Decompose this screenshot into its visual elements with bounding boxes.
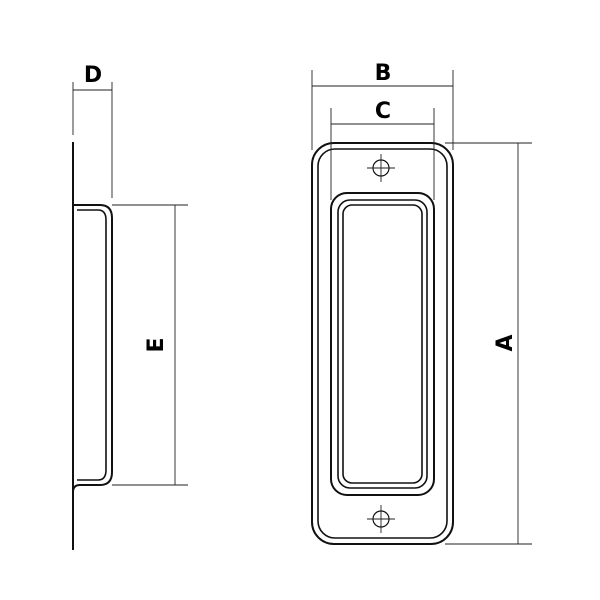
dimension-b-label: B — [375, 61, 392, 86]
dimension-c: C — [330, 99, 435, 200]
bottom-screw-hole-icon — [367, 505, 395, 533]
dimension-e: E — [112, 204, 188, 486]
top-screw-hole-icon — [367, 154, 395, 182]
front-view-recess-inner — [337, 199, 428, 489]
dimension-a: A — [445, 142, 532, 545]
dimension-a-label: A — [493, 334, 518, 351]
front-view-recess-floor — [342, 204, 423, 484]
dimension-c-label: C — [375, 99, 391, 124]
front-view-recess-outer — [330, 192, 435, 496]
side-view-cup-inner — [77, 209, 107, 481]
dimension-e-label: E — [144, 337, 169, 352]
dimension-b: B — [311, 61, 454, 150]
side-view — [72, 142, 113, 550]
front-view — [311, 142, 454, 545]
side-view-cup-profile — [72, 204, 113, 493]
front-view-outer-plate — [311, 142, 454, 545]
dimension-d-label: D — [84, 63, 102, 88]
dimension-d: D — [72, 63, 113, 198]
front-view-plate-edge — [317, 148, 448, 539]
